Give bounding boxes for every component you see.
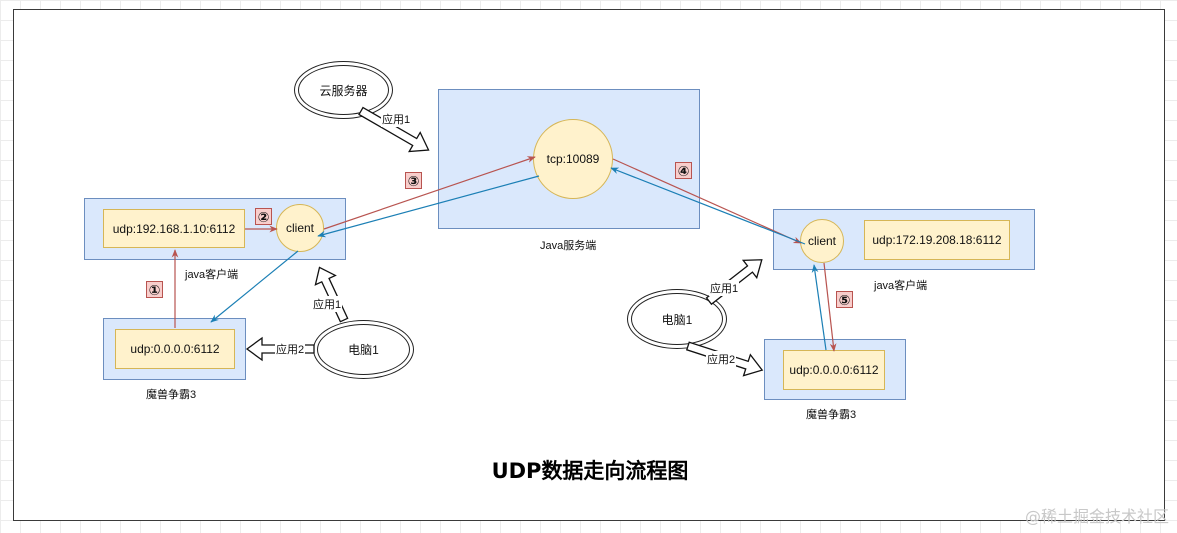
right-game-udp-box: udp:0.0.0.0:6112 xyxy=(783,350,885,390)
red-arrow-rightclient-to-game xyxy=(823,262,837,352)
left-client-caption: java客户端 xyxy=(185,269,239,281)
cloud-server-node: 云服务器 xyxy=(294,61,393,119)
label-left-app2: 应用2 xyxy=(275,341,306,357)
cloud-server-label: 云服务器 xyxy=(319,83,368,98)
red-arrow-client-to-tcp xyxy=(323,156,536,230)
label-right-app2: 应用2 xyxy=(706,351,737,367)
right-game-caption: 魔兽争霸3 xyxy=(806,409,857,421)
right-client-caption: java客户端 xyxy=(874,280,928,292)
step-badge-3: ③ xyxy=(405,172,422,189)
blue-arrow-tcp-to-leftclient xyxy=(317,175,540,238)
diagram-title: UDP数据走向流程图 xyxy=(491,459,689,483)
blue-arrow-leftclient-to-game xyxy=(210,250,299,323)
watermark: @稀土掘金技术社区 xyxy=(1024,507,1169,526)
right-client-udp-box: udp:172.19.208.18:6112 xyxy=(864,220,1010,260)
left-game-caption: 魔兽争霸3 xyxy=(146,389,197,401)
java-server-caption: Java服务端 xyxy=(540,240,597,252)
left-game-udp-box: udp:0.0.0.0:6112 xyxy=(115,329,235,369)
left-client-udp-box: udp:192.168.1.10:6112 xyxy=(103,209,245,248)
step-badge-5: ⑤ xyxy=(836,291,853,308)
step-badge-4: ④ xyxy=(675,162,692,179)
step-badge-1: ① xyxy=(146,281,163,298)
right-pc-label: 电脑1 xyxy=(661,312,693,327)
red-arrow-tcp-to-rightclient xyxy=(612,158,802,244)
label-right-app1: 应用1 xyxy=(709,280,740,296)
blue-arrow-rightgame-to-client xyxy=(811,264,827,351)
blue-arrow-rightclient-to-tcp xyxy=(610,167,806,245)
left-pc-label: 电脑1 xyxy=(348,343,379,357)
block-arrow-cloud-app1 xyxy=(358,106,430,153)
step-badge-2: ② xyxy=(255,208,272,225)
left-pc-node: 电脑1 xyxy=(313,320,414,379)
label-left-app1: 应用1 xyxy=(312,296,343,312)
right-client-node: client xyxy=(800,219,844,263)
label-cloud-app1: 应用1 xyxy=(381,111,412,127)
block-arrow-left-app1 xyxy=(314,266,349,323)
tcp-server-node: tcp:10089 xyxy=(533,119,613,199)
